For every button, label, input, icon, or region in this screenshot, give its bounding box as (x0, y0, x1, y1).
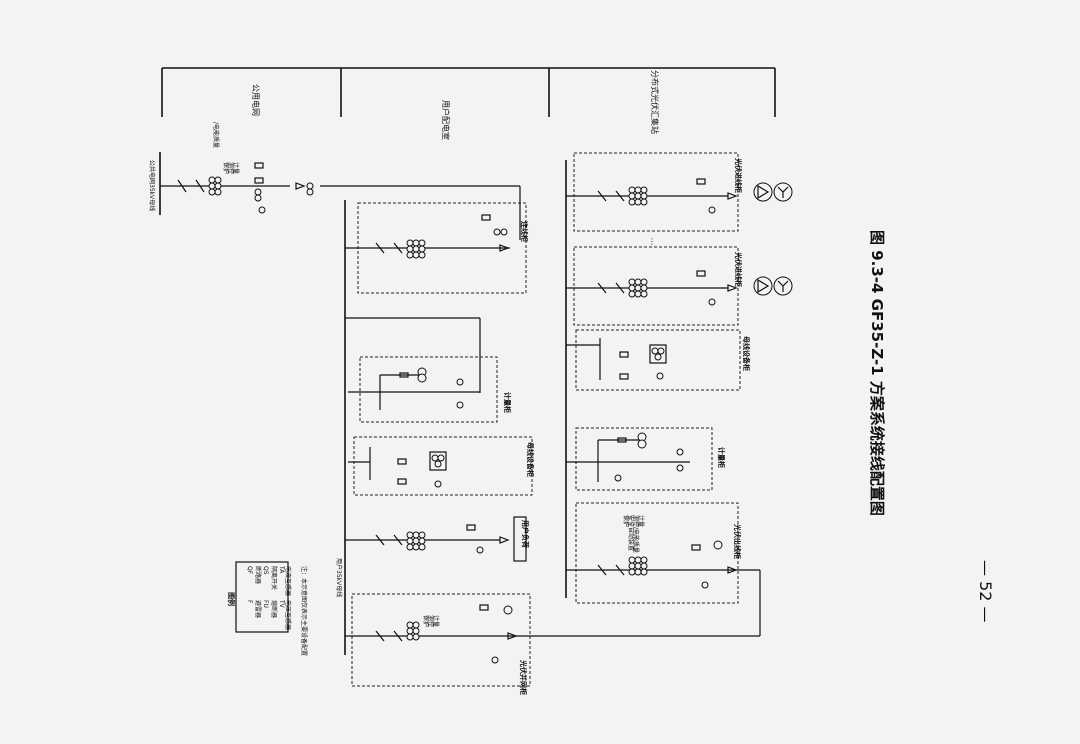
figure-caption: 图 9.3-4 GF35-Z-1 方案系统接线配置图 (868, 230, 886, 516)
pv-grid-cabinet-label: 光伏并网柜 (519, 659, 528, 695)
bus-equipment-cabinet-user: 母线设备柜 (348, 436, 535, 496)
svg-text:计量: 计量 (637, 515, 645, 527)
tie-cabinet-user: 连线柜 (345, 202, 529, 294)
ct-stack-public (208, 176, 222, 196)
svg-text:测控: 测控 (227, 162, 235, 174)
svg-text:QF: QF (246, 566, 253, 575)
header-public-grid: 公用电网 (251, 84, 261, 116)
svg-text:/电能质量: /电能质量 (212, 122, 220, 148)
pv-incoming-label-1: 光伏进线柜 (734, 157, 743, 193)
svg-text:避雷器: 避雷器 (254, 600, 262, 618)
svg-text:安全自动装置: 安全自动装置 (627, 515, 635, 551)
ellipsis: ⋮ (648, 237, 656, 246)
svg-text:熔断器: 熔断器 (270, 600, 278, 618)
user-bus-label: 用户35kV母线 (335, 558, 343, 597)
svg-text:保护: 保护 (422, 615, 430, 627)
public-grid-section: 公共电网35kV母线 保护 测控 计量 /电能质量 (148, 122, 521, 240)
legend: 图例 QF 断路器 F 避雷器 QS 隔离开关 FU 熔断器 TA 电流互感器 … (227, 561, 308, 656)
svg-text:TA: TA (278, 565, 285, 574)
svg-text:测控: 测控 (427, 615, 435, 627)
pv-link-line (520, 570, 761, 637)
svg-text:断路器: 断路器 (254, 566, 262, 584)
svg-text:电压互感器: 电压互感器 (284, 600, 292, 630)
bus-equipment-cabinet-label: 母线设备柜 (526, 442, 535, 477)
pv-metering-label: 计量柜 (717, 447, 726, 468)
pv-outgoing-cabinet: 保护 安全自动装置 测控/电能质量 计量 光伏出线柜 (566, 502, 760, 604)
svg-text:计量: 计量 (232, 162, 240, 174)
header-user-substation: 用户配电室 (441, 100, 451, 140)
pv-grid-cabinet: 保护 测控 计量 光伏并网柜 (345, 593, 531, 695)
svg-text:F: F (246, 600, 253, 604)
metering-cabinet-user: 计量柜 (348, 356, 512, 423)
svg-text:电流互感器: 电流互感器 (284, 566, 292, 596)
bus-equipment-cabinet-pv: 母线设备柜 (566, 329, 751, 391)
pv-incoming-cabinet-1: 光伏进线柜 (566, 152, 793, 232)
svg-text:QS: QS (262, 566, 269, 575)
svg-text:图例: 图例 (227, 592, 236, 606)
public-bus-label: 公共电网35kV母线 (148, 160, 156, 211)
svg-text:测控/电能质量: 测控/电能质量 (632, 515, 640, 553)
svg-text:保护: 保护 (222, 162, 230, 174)
metering-cabinet-label: 计量柜 (503, 392, 512, 413)
user-bus: 用户35kV母线 (335, 200, 481, 655)
pv-incoming-cabinet-2: 光伏进线柜 (566, 246, 793, 326)
svg-text:计量: 计量 (432, 615, 440, 627)
pv-bus-equipment-label: 母线设备柜 (742, 336, 751, 371)
pv-incoming-label-2: 光伏进线柜 (734, 251, 743, 287)
svg-text:保护: 保护 (622, 515, 630, 527)
svg-text:FU: FU (262, 600, 269, 608)
svg-text:TV: TV (278, 599, 285, 609)
pv-outgoing-label: 光伏出线柜 (733, 523, 742, 559)
protection-labels-public: 保护 测控 计量 /电能质量 (212, 122, 240, 174)
svg-text:隔离开关: 隔离开关 (270, 566, 278, 590)
header-pv-station: 分布式光伏汇集站 (650, 70, 660, 134)
column-header-frame (161, 67, 776, 117)
metering-cabinet-pv: 计量柜 (566, 427, 726, 491)
user-load-feeder: 用户负荷 (345, 516, 530, 562)
user-load-label: 用户负荷 (521, 520, 530, 548)
page-number: — 52 — (976, 560, 995, 623)
tie-cabinet-label: 连线柜 (520, 221, 529, 242)
svg-text:注：本示意图仅表示主要设备配置: 注：本示意图仅表示主要设备配置 (300, 566, 308, 656)
breaker-symbol (177, 179, 205, 193)
